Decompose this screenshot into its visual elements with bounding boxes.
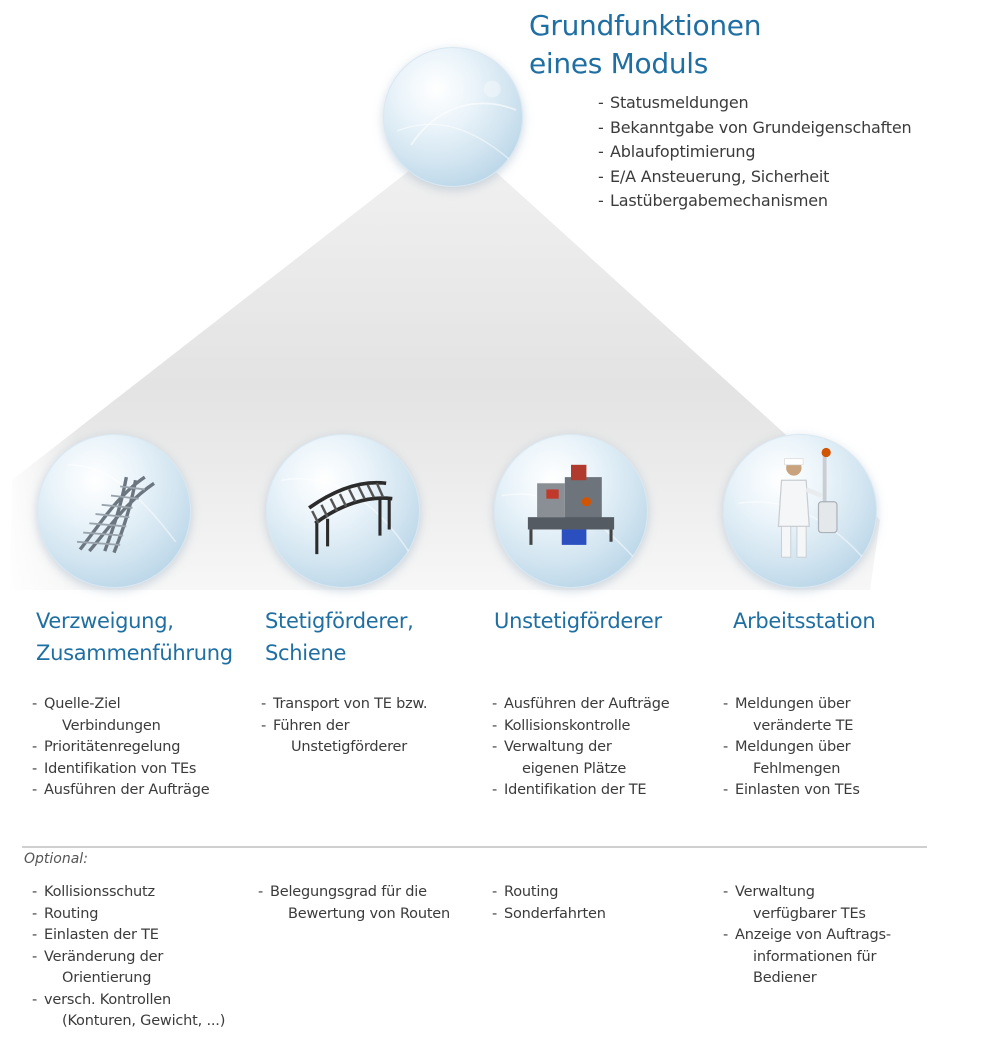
swirl-decoration-icon xyxy=(396,80,517,160)
category-title-line: Schiene xyxy=(265,641,347,665)
module-function-list: Statusmeldungen Bekanntgabe von Grundeig… xyxy=(598,91,912,214)
optional-item: Routing xyxy=(32,904,225,926)
function-item: Prioritätenregelung xyxy=(32,737,209,759)
optional-item: Sonderfahrten xyxy=(492,904,606,926)
category-title-verzweigung: Verzweigung, Zusammenführung xyxy=(36,605,233,669)
function-item: Identifikation von TEs xyxy=(32,759,209,781)
optional-label: Optional: xyxy=(24,851,88,867)
track-switch-icon xyxy=(67,464,177,554)
worker-station-icon xyxy=(738,447,870,566)
section-divider xyxy=(22,846,927,848)
category-functions-stetigfoerderer: Transport von TE bzw. Führen derUnstetig… xyxy=(261,694,427,759)
category-title-unstetigfoerderer: Unstetigförderer xyxy=(494,605,662,637)
optional-item: Kollisionsschutz xyxy=(32,882,225,904)
function-item: Ausführen der Aufträge xyxy=(492,694,670,716)
category-title-line: Verzweigung, xyxy=(36,609,174,633)
category-title-line: Stetigförderer, xyxy=(265,609,414,633)
module-function-item: E/A Ansteuerung, Sicherheit xyxy=(598,165,911,190)
optional-item: Routing xyxy=(492,882,606,904)
category-circle-unstetigfoerderer xyxy=(494,434,648,588)
module-title: Grundfunktionen eines Moduls xyxy=(529,7,761,83)
category-title-stetigfoerderer: Stetigförderer, Schiene xyxy=(265,605,414,669)
optional-item: versch. Kontrollen(Konturen, Gewicht, ..… xyxy=(32,990,225,1033)
category-title-arbeitsstation: Arbeitsstation xyxy=(733,605,876,637)
optional-functions-unstetigfoerderer: Routing Sonderfahrten xyxy=(492,882,606,925)
category-circle-verzweigung xyxy=(37,434,191,588)
category-title-line: Unstetigförderer xyxy=(494,609,662,633)
category-functions-unstetigfoerderer: Ausführen der Aufträge Kollisionskontrol… xyxy=(492,694,670,802)
function-item: Einlasten von TEs xyxy=(723,780,860,802)
optional-item: Einlasten der TE xyxy=(32,925,225,947)
function-item: Identifikation der TE xyxy=(492,780,669,802)
transfer-vehicle-icon xyxy=(501,464,641,566)
module-title-line-2: eines Moduls xyxy=(529,47,709,80)
function-item: Transport von TE bzw. xyxy=(261,694,427,716)
function-item: Ausführen der Aufträge xyxy=(32,780,210,802)
category-title-line: Arbeitsstation xyxy=(733,609,876,633)
module-function-item: Bekanntgabe von Grundeigenschaften xyxy=(598,116,912,141)
category-circle-arbeitsstation xyxy=(723,434,877,588)
module-function-item: Lastübergabemechanismen xyxy=(598,189,911,214)
category-title-line: Zusammenführung xyxy=(36,641,233,665)
category-circle-stetigfoerderer xyxy=(266,434,420,588)
optional-functions-verzweigung: Kollisionsschutz Routing Einlasten der T… xyxy=(32,882,225,1033)
module-function-item: Statusmeldungen xyxy=(598,91,911,116)
module-title-line-1: Grundfunktionen xyxy=(529,9,762,42)
module-function-item: Ablaufoptimierung xyxy=(598,140,911,165)
module-circle xyxy=(383,47,523,187)
function-item: Kollisionskontrolle xyxy=(492,716,669,738)
optional-item: Anzeige von Auftrags-informationen fürBe… xyxy=(723,925,891,990)
roller-conveyor-icon xyxy=(281,478,413,558)
